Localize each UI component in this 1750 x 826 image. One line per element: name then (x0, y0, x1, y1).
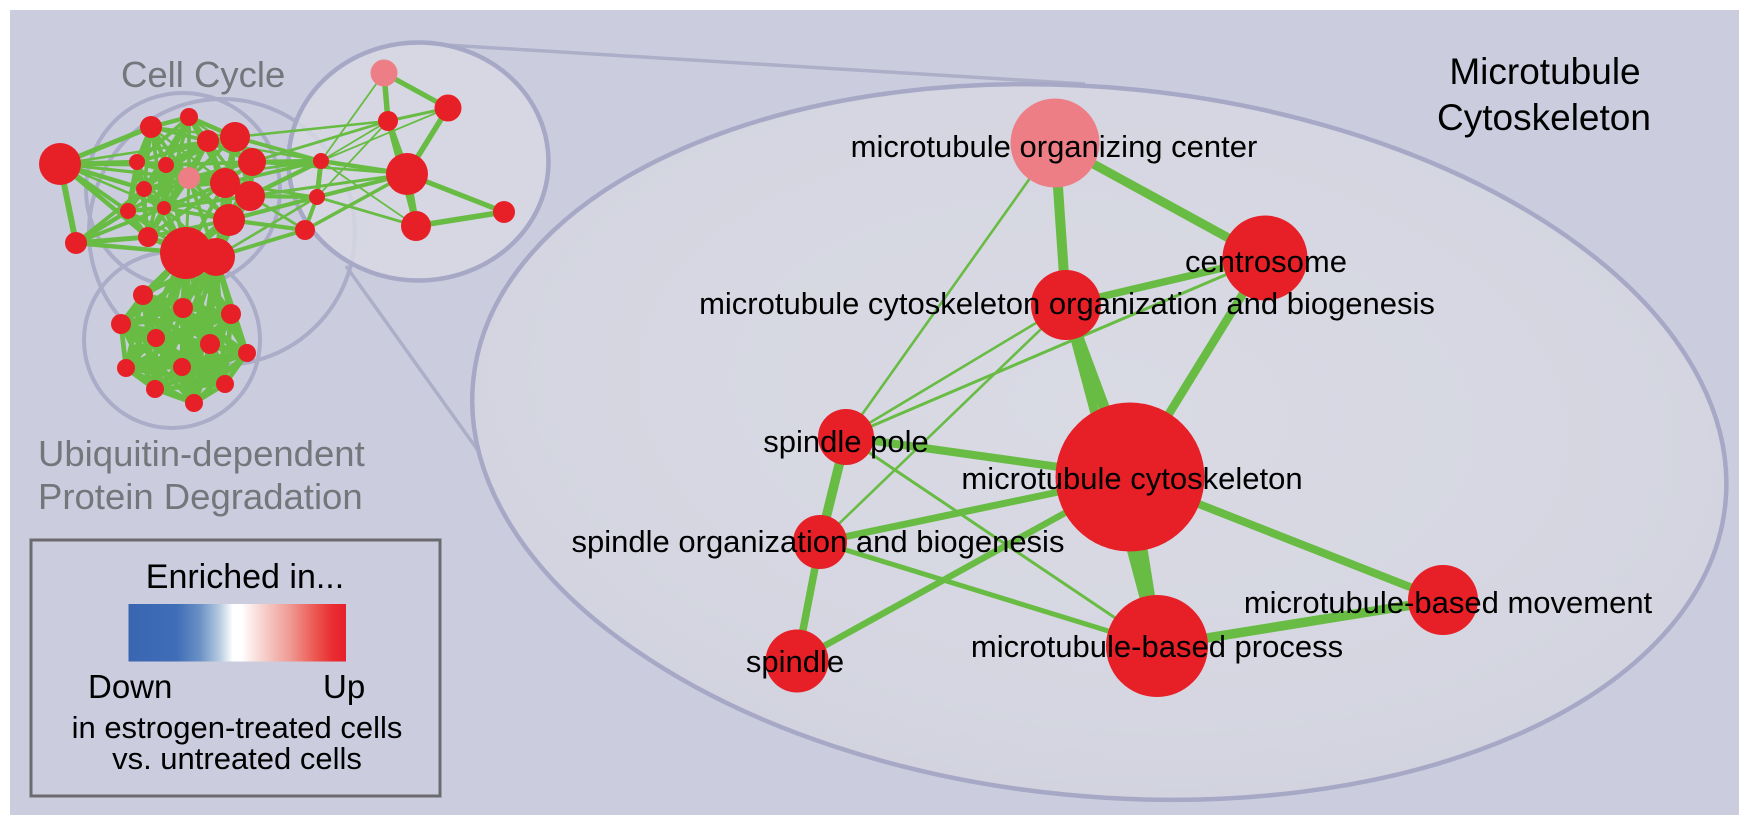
svg-text:Cell Cycle: Cell Cycle (121, 54, 285, 95)
svg-text:Protein Degradation: Protein Degradation (38, 476, 363, 517)
svg-text:centrosome: centrosome (1185, 244, 1347, 279)
svg-text:microtubule organizing center: microtubule organizing center (851, 129, 1258, 164)
svg-text:Cytoskeleton: Cytoskeleton (1437, 97, 1651, 138)
svg-text:Ubiquitin-dependent: Ubiquitin-dependent (38, 433, 365, 474)
svg-text:vs. untreated cells: vs. untreated cells (112, 741, 362, 776)
svg-text:Down: Down (88, 668, 172, 705)
svg-text:in estrogen-treated cells: in estrogen-treated cells (72, 710, 403, 745)
svg-text:spindle: spindle (746, 644, 844, 679)
svg-text:Microtubule: Microtubule (1449, 51, 1640, 92)
svg-text:Up: Up (323, 668, 365, 705)
svg-text:microtubule-based movement: microtubule-based movement (1244, 585, 1653, 620)
svg-text:microtubule-based process: microtubule-based process (971, 629, 1343, 664)
svg-text:spindle pole: spindle pole (763, 424, 928, 459)
svg-text:microtubule cytoskeleton organ: microtubule cytoskeleton organization an… (699, 286, 1435, 321)
svg-text:microtubule cytoskeleton: microtubule cytoskeleton (961, 461, 1302, 496)
svg-text:Enriched in...: Enriched in... (146, 558, 344, 596)
svg-text:spindle organization and bioge: spindle organization and biogenesis (572, 524, 1065, 559)
